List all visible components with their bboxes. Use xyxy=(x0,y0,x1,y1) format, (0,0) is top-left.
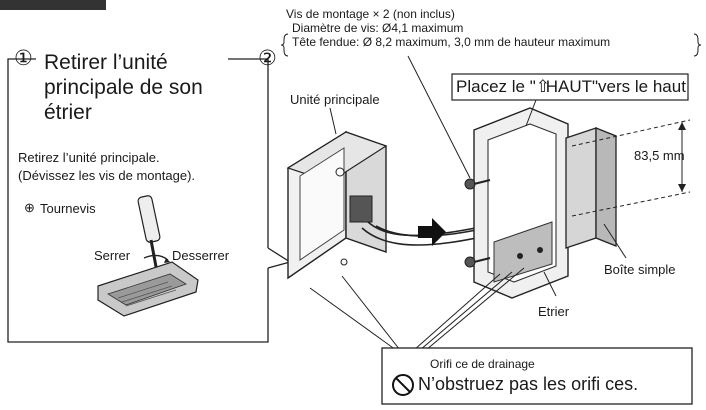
screw-leader xyxy=(407,55,471,179)
step1-frame xyxy=(7,58,269,343)
screw-top xyxy=(464,178,491,190)
box-leader xyxy=(603,223,627,259)
step1-title-line3: étrier xyxy=(44,101,92,124)
top-note-before: Placez le " xyxy=(456,77,536,96)
bracket-illustration xyxy=(473,107,569,299)
warning-box xyxy=(381,347,693,405)
screw-info-line2: Diamètre de vis: Ø4,1 maximum xyxy=(292,21,464,35)
tool-label: Tournevis xyxy=(40,201,96,216)
main-unit-illustration xyxy=(286,130,388,280)
dimension-label: 83,5 mm xyxy=(634,148,685,163)
screw-info-line3: Tête fendue: Ø 8,2 maximum, 3,0 mm de ha… xyxy=(292,35,611,49)
top-note-after: HAUT"vers le haut xyxy=(545,77,686,96)
screw-info-line1: Vis de montage × 2 (non inclus) xyxy=(286,7,455,21)
step1-instruction-line2: (Dévissez les vis de montage). xyxy=(18,168,196,183)
dim-line-bottom xyxy=(571,191,691,217)
main-unit-label: Unité principale xyxy=(290,92,380,107)
screw-info-brace-right xyxy=(693,33,702,57)
phillips-icon: ⊕ xyxy=(24,200,35,215)
screw-info-brace-left xyxy=(280,33,289,57)
single-box-illustration xyxy=(565,127,617,249)
loosen-label: Desserrer xyxy=(172,248,230,263)
prohibition-icon xyxy=(392,374,414,396)
step1-title-line2: principale de son xyxy=(44,76,203,99)
tighten-label: Serrer xyxy=(94,248,131,263)
screwdriver-illustration xyxy=(97,195,199,317)
screw-bottom xyxy=(464,256,491,268)
direction-arrow xyxy=(418,218,446,246)
step1-pointer xyxy=(267,247,292,269)
step2-number: ② xyxy=(258,47,277,70)
top-note-leader xyxy=(525,99,537,127)
bracket-label: Etrier xyxy=(538,304,570,319)
dim-line-top xyxy=(571,119,691,147)
bracket-leader xyxy=(543,271,557,297)
top-note-box xyxy=(451,73,689,101)
top-note: Placez le "⇧HAUT"vers le haut xyxy=(456,77,686,97)
step1-number: ① xyxy=(14,47,33,70)
step1-frame-right xyxy=(228,58,269,248)
step1-title-line1: Retirer l’unité xyxy=(44,51,168,74)
main-unit-leader xyxy=(329,107,337,135)
warning-text: N’obstruez pas les orifi ces. xyxy=(418,374,639,394)
drain-label: Orifi ce de drainage xyxy=(430,357,535,371)
box-label: Boîte simple xyxy=(604,262,676,277)
corner-tab xyxy=(0,0,106,10)
step1-instruction-line1: Retirez l’unité principale. xyxy=(18,150,160,165)
up-arrow-icon: ⇧ xyxy=(535,77,550,96)
dim-arrowheads xyxy=(678,122,686,192)
